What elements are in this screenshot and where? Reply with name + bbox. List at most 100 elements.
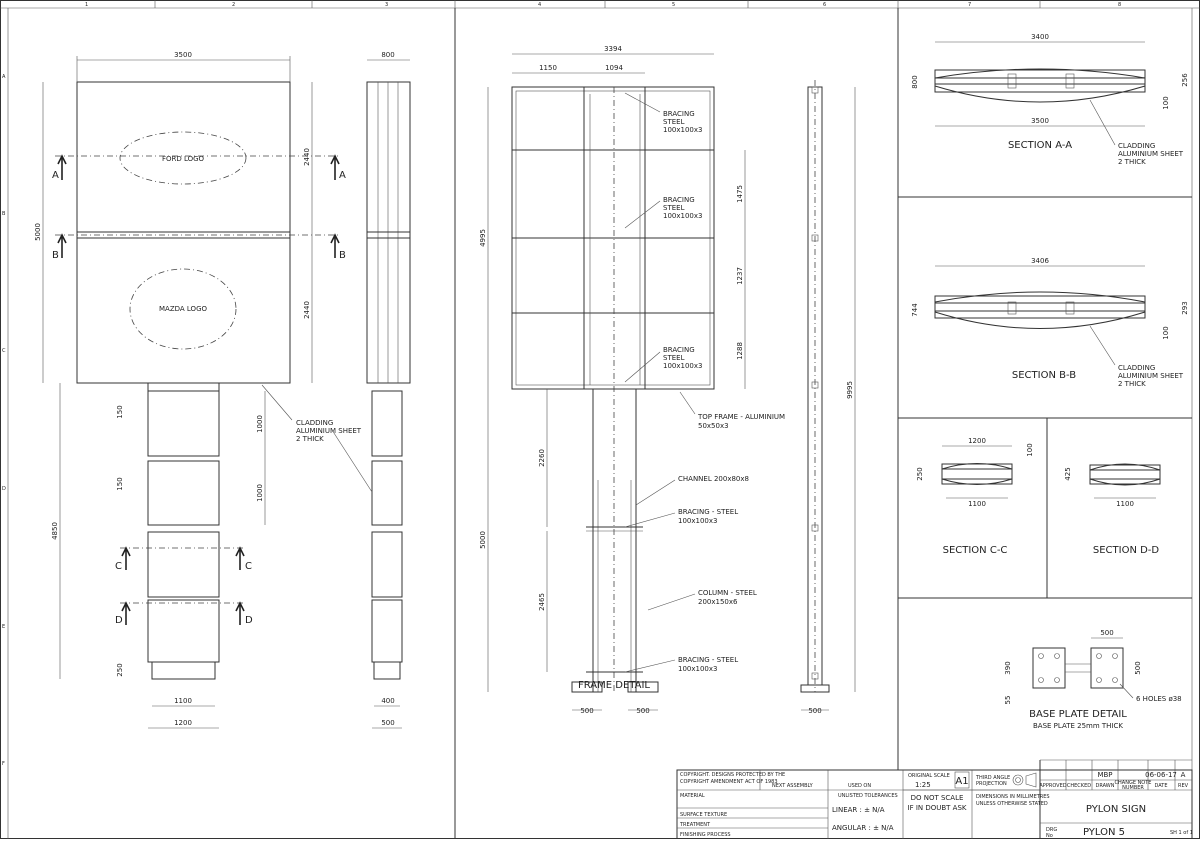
frame-detail: FRAME DETAIL 3394 1150 1094 4995 5000 14…	[479, 45, 856, 715]
surface-label: SURFACE TEXTURE	[680, 812, 727, 818]
top-frame-line2: 50x50x3	[698, 422, 729, 430]
dim-base-1100: 1100	[174, 697, 192, 705]
dim-seg-150b: 150	[116, 477, 124, 490]
dim-frame-1288: 1288	[736, 342, 744, 360]
cladding-label-1: CLADDING	[296, 419, 333, 427]
cut-d-right: D	[245, 615, 253, 626]
bb-r2: 100	[1162, 326, 1170, 339]
brace3-line2: STEEL	[663, 354, 685, 362]
bb-title: SECTION B-B	[1012, 370, 1076, 381]
sheet-count: SH 1 of 1	[1170, 830, 1193, 836]
dim-frame-1475: 1475	[736, 185, 744, 203]
unlisted-tolerances: UNLISTED TOLERANCES	[838, 793, 898, 799]
dim-side-800: 800	[381, 51, 394, 59]
dim-frame-5000: 5000	[479, 531, 487, 549]
bp-height: 500	[1134, 661, 1142, 674]
bp-holes: 6 HOLES ø38	[1136, 695, 1182, 703]
brace3-line1: BRACING	[663, 346, 695, 354]
frame-title: FRAME DETAIL	[578, 680, 650, 691]
treatment-label: TREATMENT	[679, 822, 711, 828]
drawn-by: MBP	[1097, 771, 1112, 779]
third-angle-2: PROJECTION	[976, 781, 1007, 787]
dim-frame-1237: 1237	[736, 267, 744, 285]
cc-width-bottom: 1100	[968, 500, 986, 508]
channel-label: CHANNEL 200x80x8	[678, 475, 749, 483]
brace2-line1: BRACING	[663, 196, 695, 204]
projection-icon	[1012, 772, 1037, 788]
drg-label-2: No	[1046, 833, 1053, 839]
cc-width-top: 1200	[968, 437, 986, 445]
brace4-line2: 100x100x3	[678, 517, 717, 525]
aa-width-bottom: 3500	[1031, 117, 1049, 125]
aa-width-top: 3400	[1031, 33, 1049, 41]
dim-column-4850: 4850	[51, 522, 59, 540]
brace5-line1: BRACING - STEEL	[678, 656, 738, 664]
dim-frame-2465: 2465	[538, 593, 546, 611]
dd-title: SECTION D-D	[1093, 545, 1160, 556]
dim-seg-1000a: 1000	[256, 415, 264, 433]
cc-title: SECTION C-C	[943, 545, 1008, 556]
bp-title: BASE PLATE DETAIL	[1029, 709, 1127, 720]
aa-clad-2: ALUMINIUM SHEET	[1118, 150, 1184, 158]
grid-col-6: 6	[823, 2, 826, 8]
linear-tolerance: LINEAR : ± N/A	[832, 806, 885, 814]
dd-width-bottom: 1100	[1116, 500, 1134, 508]
grid-col-7: 7	[968, 2, 971, 8]
drawing-number: PYLON 5	[1083, 827, 1125, 838]
dims-note-2: UNLESS OTHERWISE STATED	[976, 801, 1048, 807]
bb-clad-2: ALUMINIUM SHEET	[1118, 372, 1184, 380]
cladding-label-3: 2 THICK	[296, 435, 324, 443]
aa-height: 800	[911, 75, 919, 88]
cut-a-left: A	[52, 170, 59, 181]
finishing-label: FINISHING PROCESS	[680, 832, 731, 838]
front-elevation: FORD LOGO MAZDA LOGO A A B B C C D D 350	[34, 51, 362, 729]
bb-width-top: 3406	[1031, 257, 1049, 265]
dns-2: IF IN DOUBT ASK	[908, 804, 967, 812]
dim-panel-bottom-2440: 2440	[303, 301, 311, 319]
sheet-size: A1	[955, 776, 968, 787]
grid-row-f: F	[2, 761, 5, 767]
dim-frame-4995: 4995	[479, 229, 487, 247]
mazda-logo-label: MAZDA LOGO	[159, 305, 207, 313]
dns-1: DO NOT SCALE	[911, 794, 964, 802]
cut-d-left: D	[115, 615, 123, 626]
dim-height-5000: 5000	[34, 223, 42, 241]
dim-side-500: 500	[381, 719, 394, 727]
grid-row-a: A	[2, 74, 6, 80]
bb-clad-3: 2 THICK	[1118, 380, 1146, 388]
aa-title: SECTION A-A	[1008, 140, 1072, 151]
brace1-line3: 100x100x3	[663, 126, 702, 134]
brace1-line1: BRACING	[663, 110, 695, 118]
bp-subtitle: BASE PLATE 25mm THICK	[1033, 722, 1123, 730]
dim-frame-2260: 2260	[538, 449, 546, 467]
grid-row-d: D	[2, 486, 6, 492]
change-note-2: NUMBER	[1122, 785, 1144, 791]
dim-panel-top-2440: 2440	[303, 148, 311, 166]
approved-label: APPROVED	[1039, 783, 1066, 789]
date-label: DATE	[1154, 783, 1167, 789]
dim-seg-1000b: 1000	[256, 484, 264, 502]
drawn-label: DRAWN	[1096, 783, 1115, 789]
bp-390: 390	[1004, 661, 1012, 674]
cut-c-right: C	[245, 561, 252, 572]
dim-frame-9995: 9995	[846, 381, 854, 399]
grid-row-labels: A B C D E F	[2, 74, 6, 767]
cladding-label-2: ALUMINIUM SHEET	[296, 427, 362, 435]
cc-height: 250	[916, 467, 924, 480]
dim-base-500b: 500	[636, 707, 649, 715]
dim-width-3500: 3500	[174, 51, 192, 59]
dims-note-1: DIMENSIONS IN MILLIMETRES	[976, 794, 1050, 800]
grid-row-e: E	[2, 624, 5, 630]
brace4-line1: BRACING - STEEL	[678, 508, 738, 516]
section-d-d: 1100 425 SECTION D-D	[1064, 463, 1161, 556]
grid-row-c: C	[2, 348, 6, 354]
brace3-line3: 100x100x3	[663, 362, 702, 370]
third-angle-1: THIRD ANGLE	[975, 775, 1010, 781]
dim-seg-150a: 150	[116, 405, 124, 418]
dd-height: 425	[1064, 467, 1072, 480]
cc-r: 100	[1026, 443, 1034, 456]
column-line1: COLUMN - STEEL	[698, 589, 757, 597]
drg-label-1: DRG	[1046, 827, 1057, 833]
